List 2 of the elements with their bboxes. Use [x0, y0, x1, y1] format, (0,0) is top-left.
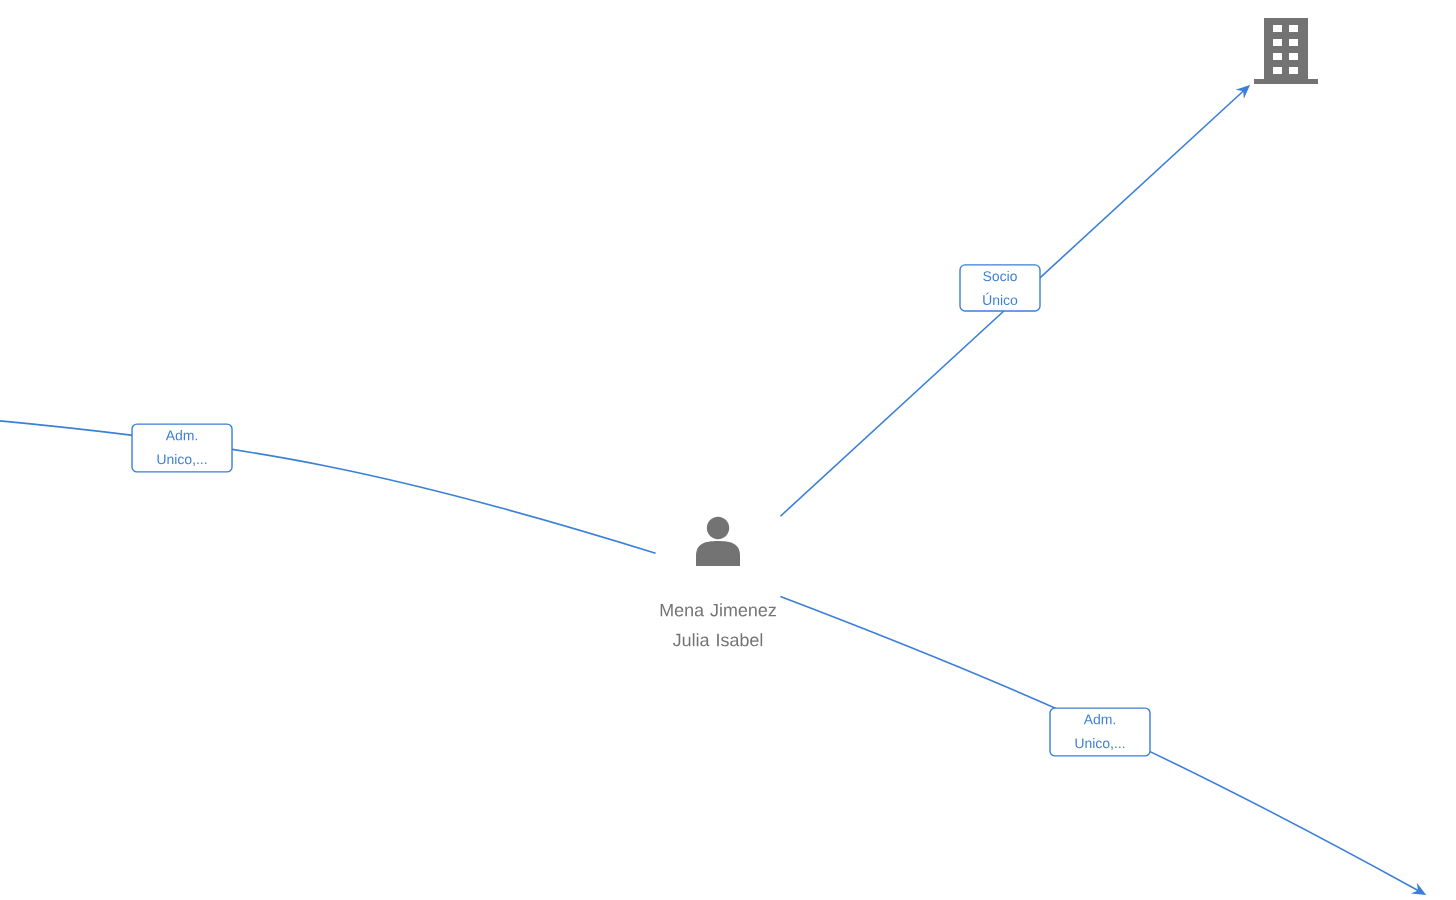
person-name: Mena Jimenez Julia Isabel: [660, 603, 776, 647]
building-icon: [1254, 18, 1318, 84]
